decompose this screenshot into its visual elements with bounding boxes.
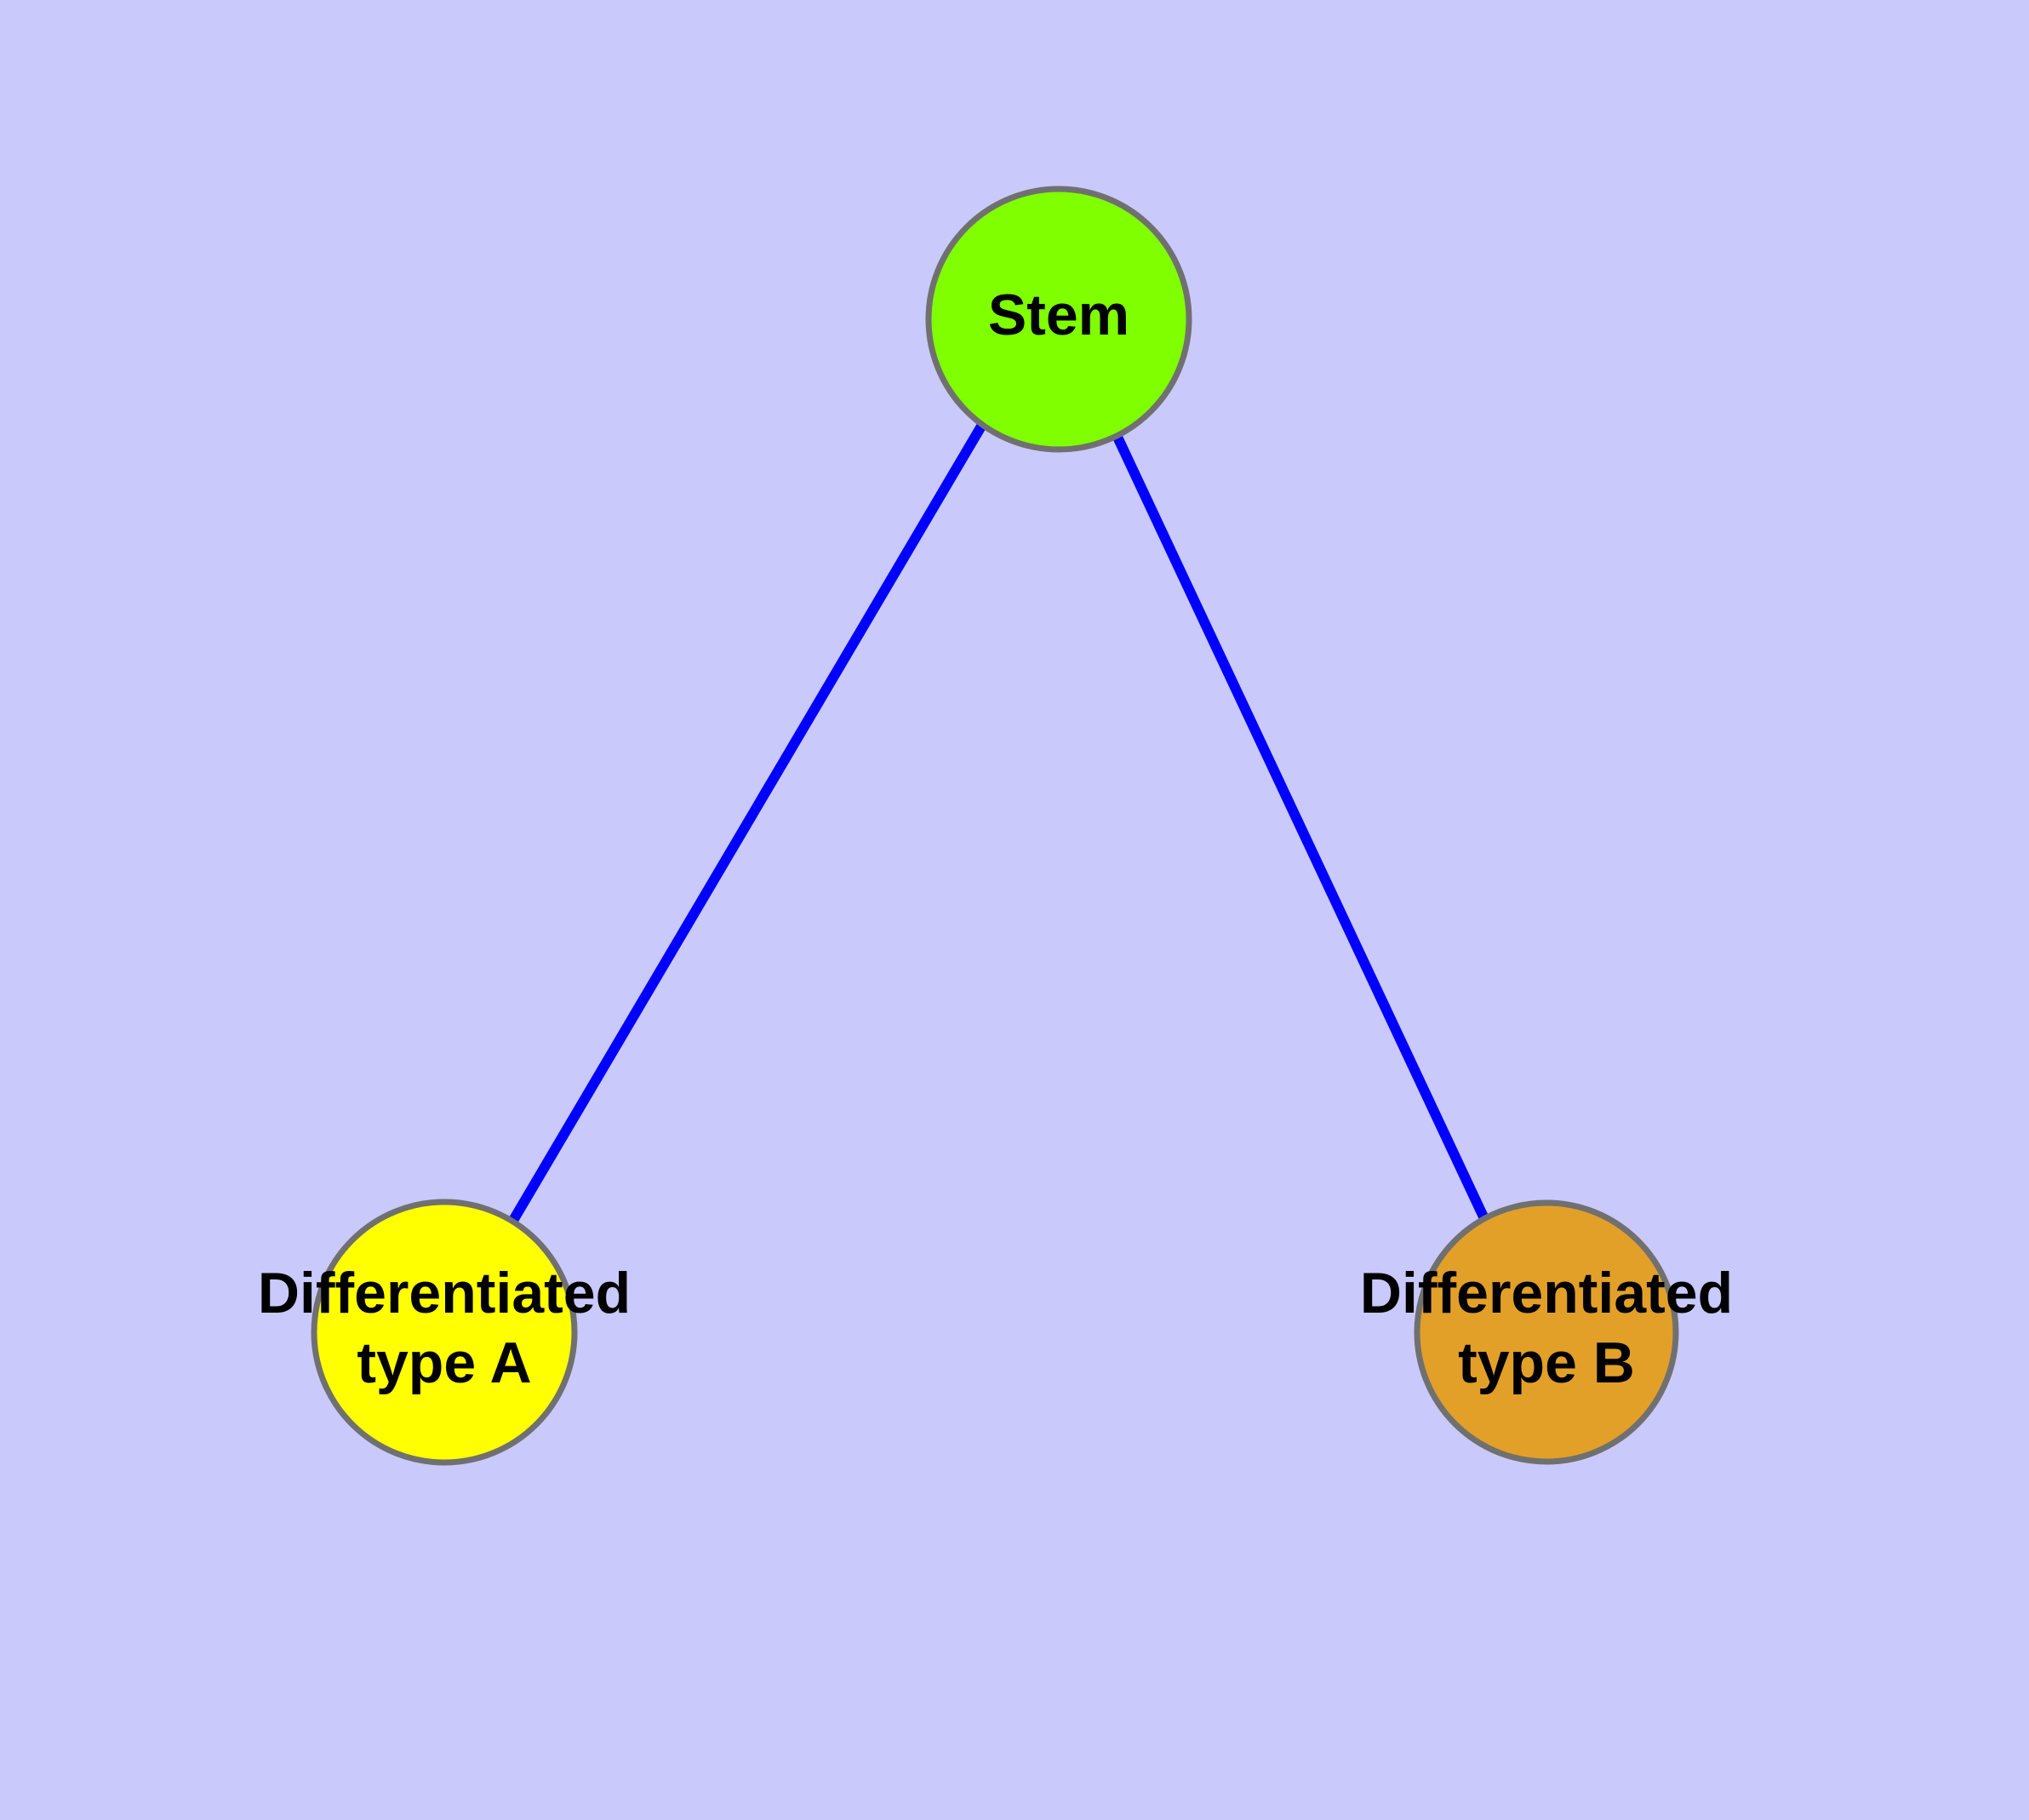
- nodes-layer: [311, 186, 1679, 1466]
- node-differentiated-type-b[interactable]: [1414, 1199, 1679, 1465]
- node-label-stem: Stem: [988, 283, 1129, 347]
- node-stem[interactable]: [925, 186, 1192, 453]
- edge-stem-to-differentiated-type-b[interactable]: [1110, 429, 1493, 1228]
- node-differentiated-type-a[interactable]: [311, 1199, 578, 1466]
- edges-layer: [506, 421, 1493, 1228]
- edge-stem-to-differentiated-type-a[interactable]: [506, 421, 987, 1227]
